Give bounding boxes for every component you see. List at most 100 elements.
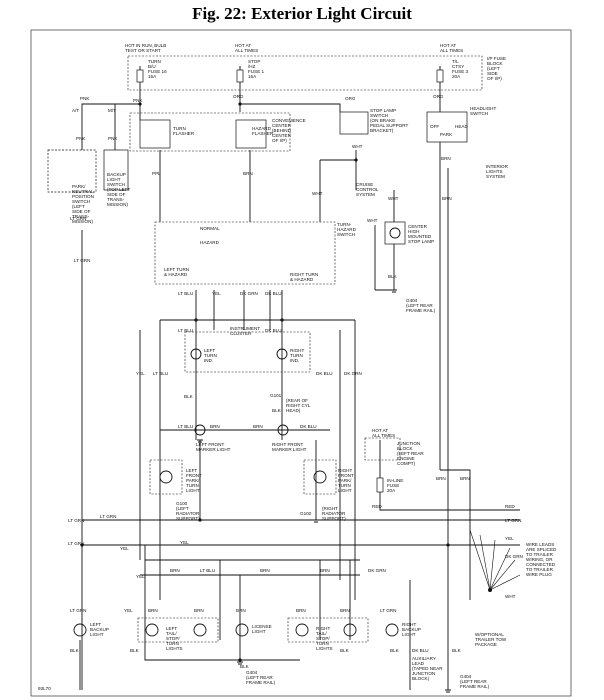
svg-text:BLK: BLK bbox=[388, 274, 398, 279]
svg-text:BRN: BRN bbox=[253, 424, 263, 429]
backup-switch[interactable] bbox=[103, 149, 129, 191]
diagram-title: Fig. 22: Exterior Light Circuit bbox=[192, 4, 412, 23]
svg-text:BRN: BRN bbox=[243, 171, 253, 176]
wire-color-labels: PNK PNK A/T M/T PNK PNK ORG ORG ORG PPL … bbox=[68, 94, 523, 669]
chmsl-bulb bbox=[384, 221, 406, 245]
svg-text:BLK: BLK bbox=[390, 648, 400, 653]
right-marker-bulb bbox=[277, 424, 289, 436]
svg-text:WHT: WHT bbox=[312, 191, 323, 196]
right-front-park-bulb bbox=[313, 470, 327, 484]
left-marker-bulb bbox=[194, 424, 206, 436]
right-backup-light bbox=[385, 623, 399, 637]
svg-text:BRN: BRN bbox=[148, 608, 158, 613]
svg-text:BRN: BRN bbox=[260, 568, 270, 573]
svg-text:YEL: YEL bbox=[136, 371, 145, 376]
hazard-flasher bbox=[235, 119, 267, 149]
left-front-park-bulb bbox=[159, 470, 173, 484]
svg-text:BLK: BLK bbox=[184, 394, 194, 399]
turn-fuse bbox=[136, 66, 144, 96]
svg-text:DK BLU: DK BLU bbox=[265, 291, 282, 296]
left-turn-ind-bulb bbox=[190, 348, 202, 360]
svg-text:BLK: BLK bbox=[130, 648, 140, 653]
tl-fuse bbox=[436, 66, 444, 96]
stop-fuse bbox=[236, 66, 244, 96]
svg-text:DK BLU: DK BLU bbox=[412, 648, 429, 653]
park-neutral-switch[interactable] bbox=[47, 149, 97, 193]
convenience-center bbox=[129, 112, 291, 152]
svg-text:PNK: PNK bbox=[76, 136, 86, 141]
svg-text:BLK: BLK bbox=[340, 648, 350, 653]
right-tail-bulb-1 bbox=[295, 623, 309, 637]
svg-text:YEL: YEL bbox=[180, 540, 189, 545]
svg-text:BLK: BLK bbox=[70, 648, 80, 653]
left-tail-bulb-1 bbox=[145, 623, 159, 637]
svg-text:LT GRN: LT GRN bbox=[70, 216, 86, 221]
headlight-switch[interactable] bbox=[426, 111, 468, 143]
svg-text:DK BLU: DK BLU bbox=[316, 371, 333, 376]
svg-text:LT GRN: LT GRN bbox=[380, 608, 396, 613]
svg-text:RED: RED bbox=[505, 504, 515, 509]
svg-text:PNK: PNK bbox=[108, 136, 118, 141]
left-tail-bulb-2 bbox=[193, 623, 207, 637]
right-front-park-light bbox=[303, 459, 337, 495]
inline-fuse bbox=[376, 477, 384, 493]
svg-text:LT GRN: LT GRN bbox=[68, 541, 84, 546]
stop-lamp-switch[interactable] bbox=[339, 111, 369, 135]
svg-text:BRN: BRN bbox=[210, 424, 220, 429]
right-tail-bulb-2 bbox=[343, 623, 357, 637]
svg-text:LT GRN: LT GRN bbox=[68, 518, 84, 523]
svg-text:YEL: YEL bbox=[136, 574, 145, 579]
license-light bbox=[235, 623, 249, 637]
svg-text:BRN: BRN bbox=[236, 608, 246, 613]
svg-text:WHT: WHT bbox=[388, 196, 399, 201]
svg-text:LT BLU: LT BLU bbox=[178, 291, 193, 296]
svg-text:BRN: BRN bbox=[320, 568, 330, 573]
svg-text:BRN: BRN bbox=[460, 476, 470, 481]
turn-hazard-switch[interactable] bbox=[154, 221, 336, 285]
main-wires bbox=[79, 96, 520, 690]
svg-text:LT GRN: LT GRN bbox=[74, 258, 90, 263]
svg-text:BLK: BLK bbox=[452, 648, 462, 653]
svg-text:YEL: YEL bbox=[120, 546, 129, 551]
svg-text:BLK: BLK bbox=[240, 664, 250, 669]
svg-text:LT BLU: LT BLU bbox=[178, 328, 193, 333]
svg-text:LT BLU: LT BLU bbox=[200, 568, 215, 573]
svg-text:BRN: BRN bbox=[340, 608, 350, 613]
svg-text:DK BLU: DK BLU bbox=[265, 328, 282, 333]
svg-text:WHT: WHT bbox=[367, 218, 378, 223]
left-backup-light bbox=[73, 623, 87, 637]
svg-text:LT GRN: LT GRN bbox=[505, 518, 521, 523]
svg-text:RED: RED bbox=[372, 504, 382, 509]
svg-text:PNK: PNK bbox=[133, 98, 143, 103]
svg-text:ORG: ORG bbox=[345, 96, 356, 101]
svg-text:BRN: BRN bbox=[442, 196, 452, 201]
svg-text:LT BLU: LT BLU bbox=[178, 424, 193, 429]
svg-text:WHT: WHT bbox=[505, 594, 516, 599]
instrument-cluster bbox=[184, 331, 311, 373]
svg-text:DK GRN: DK GRN bbox=[368, 568, 386, 573]
